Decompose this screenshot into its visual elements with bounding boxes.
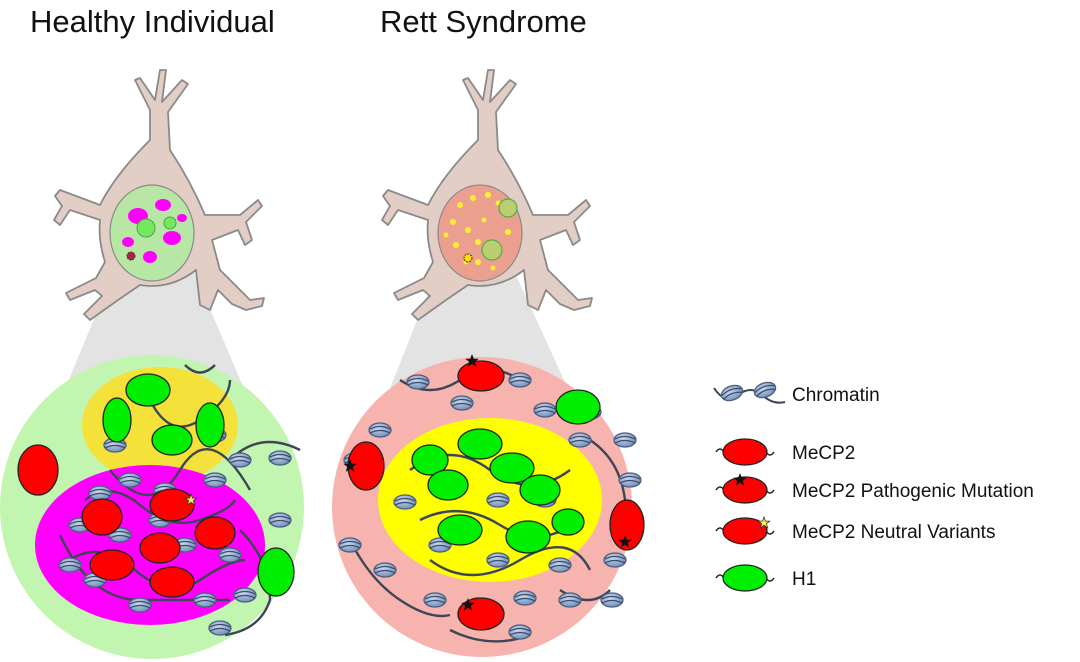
rett-zoom-circle	[332, 354, 645, 657]
rett-h1-proteins	[411, 389, 601, 554]
rett-mecp2-proteins	[343, 354, 645, 631]
healthy-mecp2-proteins	[17, 444, 236, 598]
panel-title-rett: Rett Syndrome	[380, 4, 587, 39]
rett-nucleus	[437, 184, 523, 282]
healthy-nucleus	[109, 184, 195, 282]
healthy-neuron	[53, 69, 265, 321]
mecp2-pathogenic-icon	[715, 473, 775, 504]
legend-item-mecp2-pathogenic: MeCP2 Pathogenic Mutation	[715, 473, 1034, 504]
legend: Chromatin MeCP2 MeCP2 Pathogenic Mutatio…	[713, 379, 1034, 592]
legend-label-h1: H1	[792, 569, 816, 590]
mecp2-icon	[715, 438, 775, 466]
legend-label-mecp2-neutral: MeCP2 Neutral Variants	[792, 522, 995, 543]
h1-icon	[715, 564, 775, 592]
healthy-zoom-circle	[0, 355, 304, 659]
legend-label-mecp2-pathogenic: MeCP2 Pathogenic Mutation	[792, 481, 1034, 502]
legend-item-mecp2: MeCP2	[715, 438, 855, 466]
panel-title-healthy: Healthy Individual	[30, 4, 275, 39]
healthy-h1-condensate	[82, 367, 238, 483]
chromatin-icon	[713, 379, 786, 404]
legend-item-mecp2-neutral: MeCP2 Neutral Variants	[715, 516, 995, 545]
legend-label-mecp2: MeCP2	[792, 443, 855, 464]
mecp2-neutral-icon	[715, 516, 775, 545]
rett-neuron	[381, 69, 593, 321]
legend-item-chromatin: Chromatin	[713, 379, 880, 406]
legend-label-chromatin: Chromatin	[792, 385, 880, 406]
healthy-h1-proteins	[102, 373, 295, 597]
legend-item-h1: H1	[715, 564, 816, 592]
